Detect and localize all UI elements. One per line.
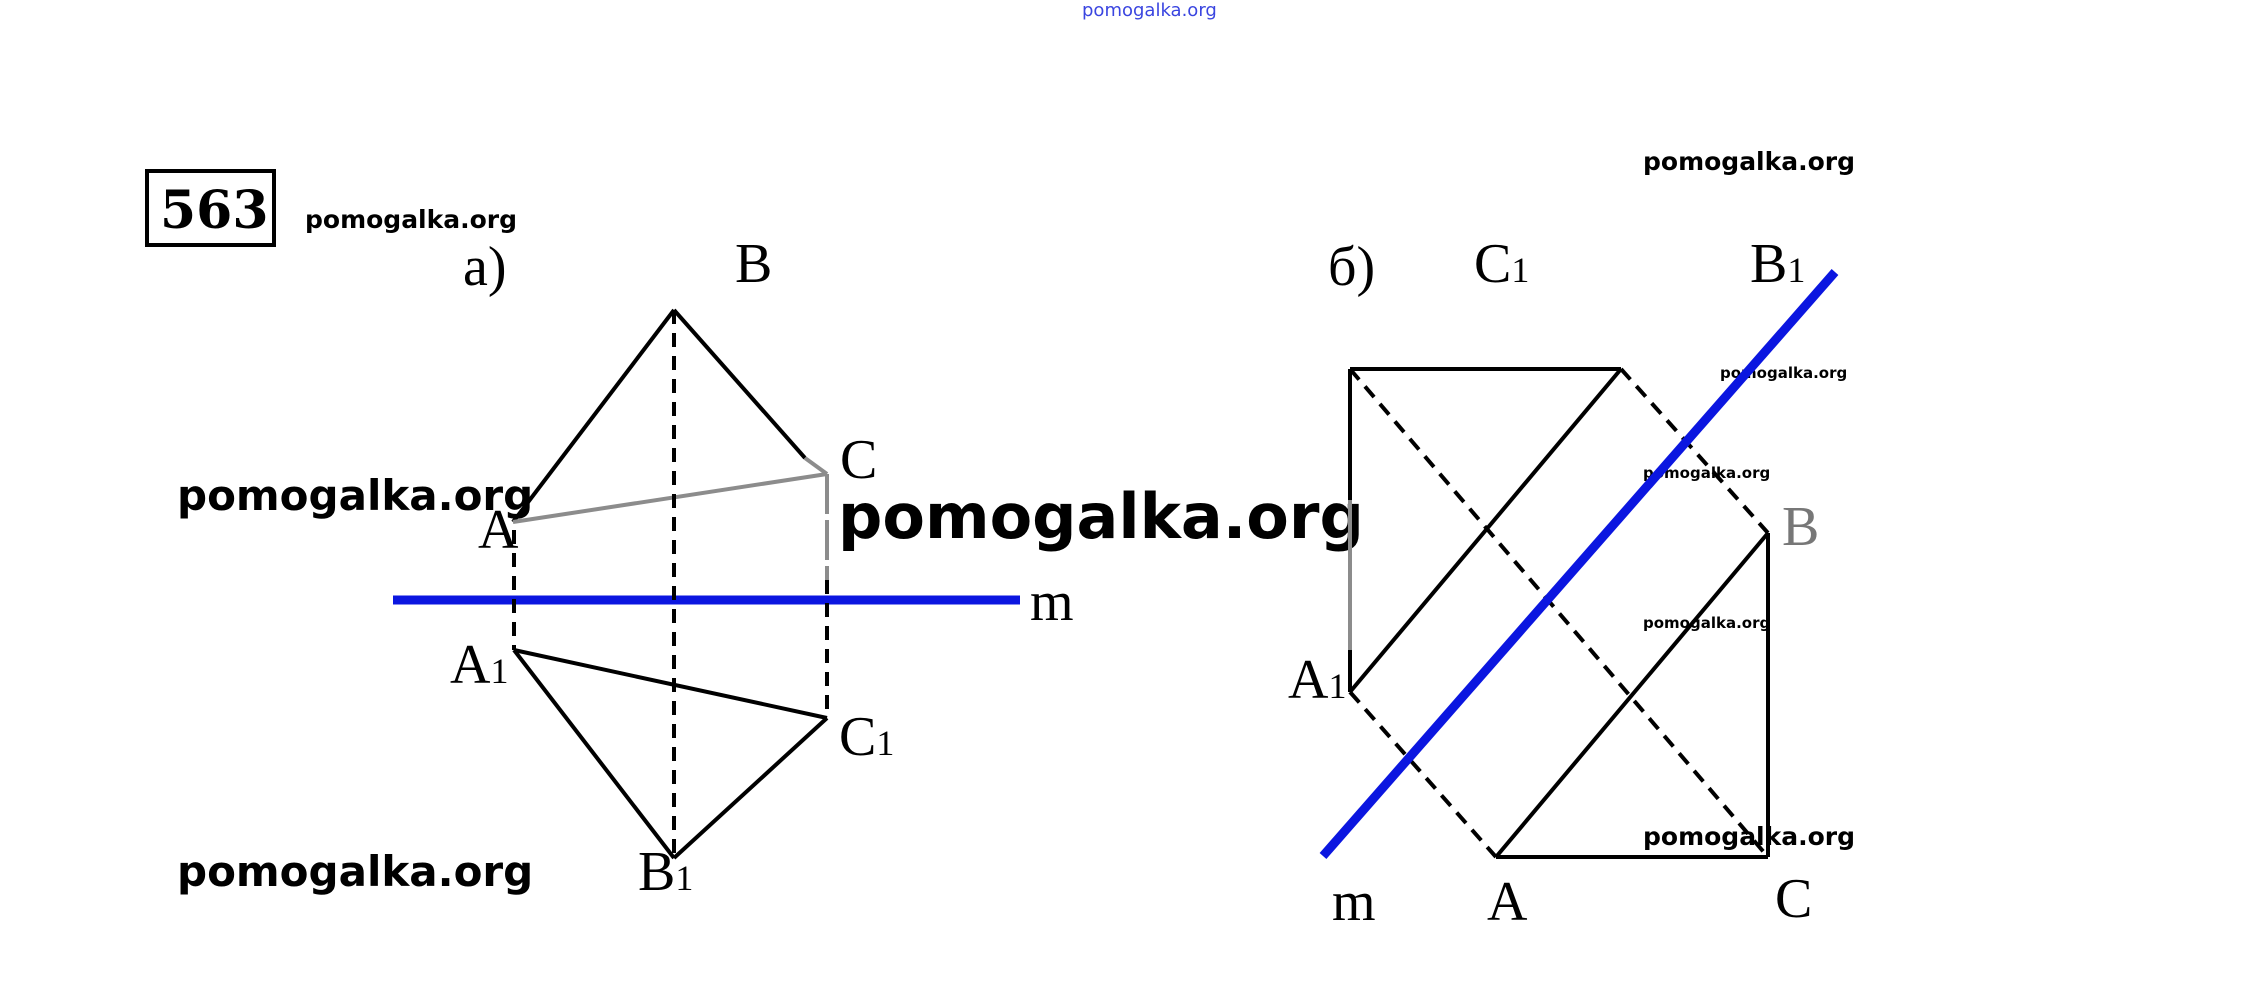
segment-a1b1 (1348, 367, 1623, 694)
watermark-large: pomogalka.org (838, 480, 1364, 553)
segment-ab (511, 308, 676, 524)
vertex-label-c: C (840, 429, 877, 491)
vertex-label-a1: A1 (450, 634, 508, 696)
watermark: pomogalka.org (1643, 822, 1855, 851)
segment-ab (1494, 531, 1770, 859)
problem-number: 563 (160, 180, 269, 241)
part-a-label: а) (463, 236, 507, 298)
segment-ac (512, 472, 828, 524)
segment-b1b (1619, 367, 1770, 535)
watermark: pomogalka.org (1643, 147, 1855, 176)
line-m-label: m (1030, 571, 1074, 633)
watermark-small: pomogalka.org (1643, 614, 1770, 632)
line-m-label: m (1332, 871, 1376, 933)
top-watermark: pomogalka.org (1082, 0, 1217, 21)
vertex-label-a: A (1487, 871, 1528, 933)
watermark: pomogalka.org (177, 471, 533, 520)
vertex-label-a1: A1 (1288, 649, 1346, 711)
vertex-label-c1: C1 (839, 706, 894, 768)
segment-c1c (1348, 367, 1770, 859)
part-b-label: б) (1328, 236, 1375, 298)
line-m (1319, 269, 1839, 859)
watermark: pomogalka.org (305, 205, 517, 234)
vertex-label-c1: C1 (1474, 233, 1529, 295)
vertex-label-b: B (1782, 496, 1819, 558)
segment-bc-hidden (803, 456, 829, 476)
part-b-figure: б) C1 B1 B A1 m A C (1288, 233, 1839, 933)
segment-a1a (1348, 690, 1498, 859)
vertex-label-b: B (735, 233, 772, 295)
problem-number-box (145, 169, 276, 247)
vertex-label-b1: B1 (638, 841, 693, 903)
watermark: pomogalka.org (177, 847, 533, 896)
segment-b1c1 (672, 716, 829, 860)
segment-a1b1 (512, 648, 676, 860)
vertex-label-c: C (1775, 868, 1812, 930)
part-a-figure: а) m B C A A1 C1 B1 (393, 233, 1074, 903)
vertex-label-a: A (478, 499, 519, 561)
segment-a1c1 (513, 648, 828, 720)
watermark-small: pomogalka.org (1643, 464, 1770, 482)
segment-bc (672, 308, 807, 460)
vertex-label-b1: B1 (1750, 233, 1805, 295)
